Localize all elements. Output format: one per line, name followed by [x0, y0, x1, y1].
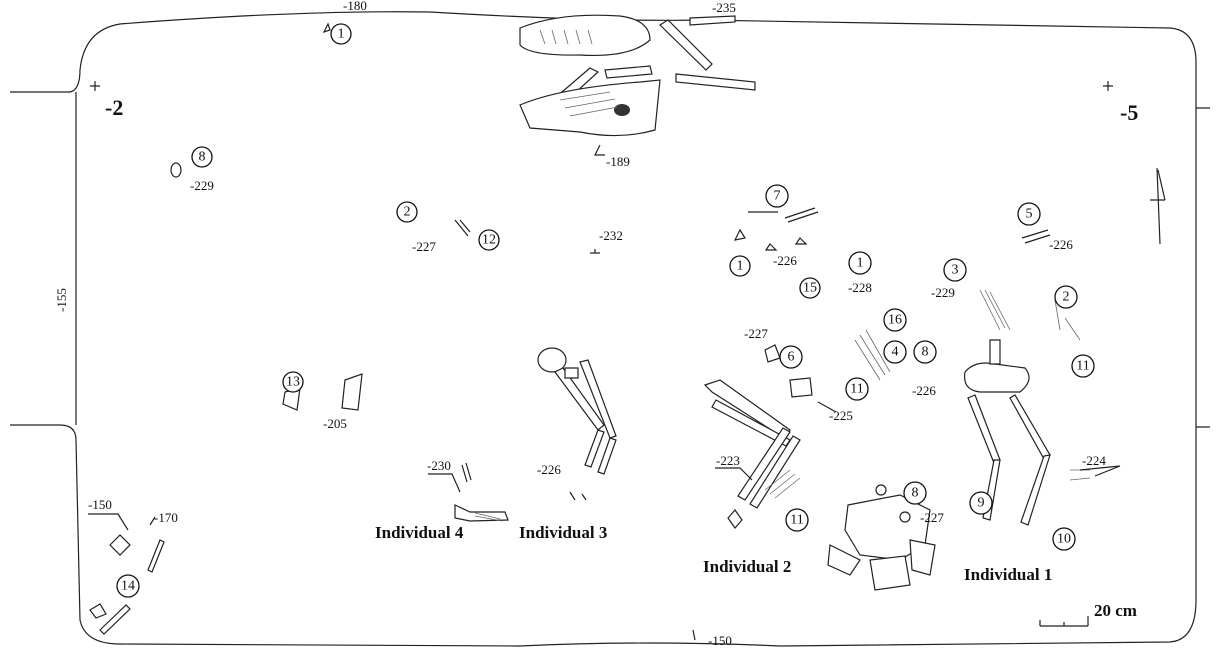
svg-text:6: 6 [788, 350, 795, 365]
svg-text:-180: -180 [343, 0, 367, 13]
trench-boundary [10, 11, 1197, 647]
svg-text:Individual 4: Individual 4 [375, 523, 464, 542]
svg-text:-229: -229 [931, 285, 955, 300]
svg-text:-150: -150 [88, 497, 112, 512]
svg-text:12: 12 [482, 233, 496, 248]
find-marker: 15 [799, 277, 821, 299]
grid-marker-left: -2 [105, 95, 123, 120]
find-marker: 5 [1017, 202, 1041, 226]
find-marker: 1 [848, 251, 872, 275]
find-marker: 1 [729, 255, 751, 277]
svg-text:11: 11 [1076, 359, 1089, 374]
find-markers: 1 8 2 12 7 1 1 15 5 3 2 16 6 4 8 11 11 1… [116, 23, 1095, 598]
svg-text:8: 8 [199, 150, 206, 165]
find-marker: 16 [883, 308, 907, 332]
svg-text:4: 4 [892, 345, 899, 360]
find-marker: 12 [478, 229, 500, 251]
svg-text:Individual 1: Individual 1 [964, 565, 1052, 584]
svg-text:5: 5 [1026, 207, 1033, 222]
svg-text:-228: -228 [848, 280, 872, 295]
individual-labels: Individual 4 Individual 3 Individual 2 I… [375, 523, 1052, 584]
wall-label-left: -155 [54, 288, 69, 312]
find-marker: 3 [943, 258, 967, 282]
find-marker: 1 [330, 23, 352, 45]
svg-text:-205: -205 [323, 416, 347, 431]
svg-text:11: 11 [850, 382, 863, 397]
svg-text:1: 1 [338, 27, 345, 42]
svg-text:-226: -226 [773, 253, 797, 268]
grid-cross-icon [90, 81, 1113, 91]
svg-text:-227: -227 [920, 510, 944, 525]
svg-text:-235: -235 [712, 0, 736, 15]
svg-text:7: 7 [774, 189, 781, 204]
north-arrow-icon [1150, 167, 1166, 245]
wall-label-bottom: -150 [708, 633, 732, 648]
skeleton-individual-3 [537, 347, 617, 501]
svg-text:-230: -230 [427, 458, 451, 473]
find-marker: 11 [785, 508, 809, 532]
svg-text:-223: -223 [716, 453, 740, 468]
svg-text:16: 16 [888, 313, 902, 328]
find-marker: 2 [1054, 285, 1078, 309]
find-marker: 11 [845, 377, 869, 401]
find-marker: 13 [282, 371, 304, 393]
svg-text:15: 15 [803, 281, 817, 296]
svg-text:1: 1 [737, 259, 744, 274]
svg-text:2: 2 [404, 205, 411, 220]
svg-text:13: 13 [286, 375, 300, 390]
animal-skeleton [519, 14, 756, 156]
svg-text:-225: -225 [829, 408, 853, 423]
grid-marker-right: -5 [1120, 100, 1138, 125]
svg-text:-170: -170 [154, 510, 178, 525]
pot-sherds [827, 484, 936, 591]
boundary-ticks [692, 107, 1210, 641]
skeleton-individual-4 [454, 462, 509, 522]
svg-text:8: 8 [922, 345, 929, 360]
find-marker: 8 [191, 146, 213, 168]
svg-text:-189: -189 [606, 154, 630, 169]
find-marker: 8 [913, 340, 937, 364]
find-marker: 14 [116, 574, 140, 598]
svg-text:2: 2 [1063, 290, 1070, 305]
scale-bar: 20 cm [1039, 601, 1137, 627]
svg-text:Individual 2: Individual 2 [703, 557, 791, 576]
skeleton-individual-2 [703, 379, 801, 529]
find-marker: 9 [969, 491, 993, 515]
svg-text:-226: -226 [1049, 237, 1073, 252]
depth-labels: -180 -235 -189 -229 -227 -232 -226 -228 … [88, 0, 1106, 525]
svg-text:-224: -224 [1082, 453, 1106, 468]
svg-text:-227: -227 [744, 326, 768, 341]
svg-text:20 cm: 20 cm [1094, 601, 1137, 620]
small-finds [88, 22, 1121, 635]
svg-text:10: 10 [1057, 532, 1071, 547]
svg-text:-229: -229 [190, 178, 214, 193]
svg-text:11: 11 [790, 513, 803, 528]
svg-text:-227: -227 [412, 239, 436, 254]
find-marker: 8 [903, 481, 927, 505]
svg-text:14: 14 [121, 579, 135, 594]
svg-text:9: 9 [978, 496, 985, 511]
svg-text:-232: -232 [599, 228, 623, 243]
find-marker: 7 [765, 184, 789, 208]
svg-text:1: 1 [857, 256, 864, 271]
find-marker: 6 [779, 345, 803, 369]
svg-text:3: 3 [952, 263, 959, 278]
find-marker: 2 [396, 201, 418, 223]
svg-text:-226: -226 [912, 383, 936, 398]
svg-text:-226: -226 [537, 462, 561, 477]
find-marker: 10 [1052, 527, 1076, 551]
svg-text:Individual 3: Individual 3 [519, 523, 607, 542]
svg-text:8: 8 [912, 486, 919, 501]
find-marker: 11 [1071, 354, 1095, 378]
find-marker: 4 [883, 340, 907, 364]
skeleton-individual-1 [963, 289, 1091, 526]
